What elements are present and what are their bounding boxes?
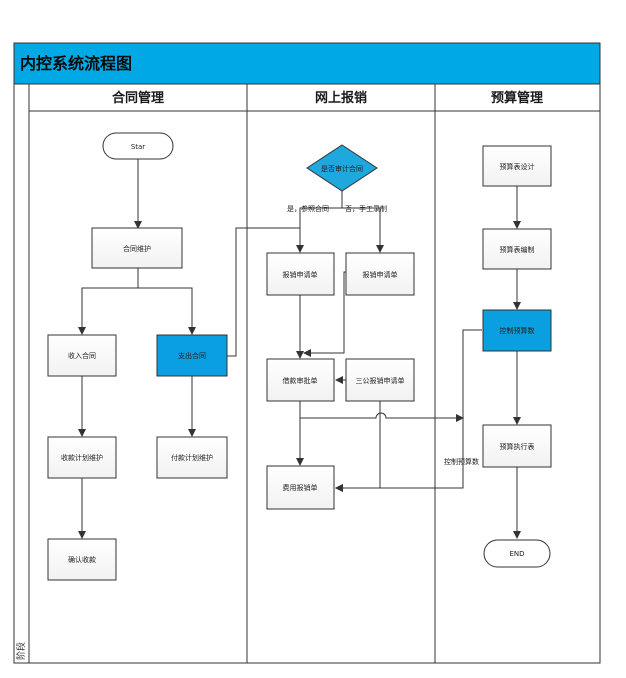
- node-budget-control: 控制预算数: [482, 309, 552, 352]
- node-reim-apply-2: 报销申请单: [345, 252, 415, 296]
- node-budget-prepare: 预算表编制: [482, 228, 552, 270]
- lane-header-budget: 预算管理: [491, 90, 543, 106]
- svg-text:付款计划维护: 付款计划维护: [171, 453, 213, 462]
- svg-text:费用报销单: 费用报销单: [283, 483, 318, 492]
- edge-label-control: 控制预算数: [444, 457, 479, 466]
- node-expense-contract: 支出合同: [156, 334, 228, 377]
- node-expense-report: 费用报销单: [266, 465, 335, 510]
- svg-text:预算执行表: 预算执行表: [500, 442, 535, 451]
- node-third-party: 三公报销申请单: [345, 358, 415, 402]
- edge-budget-to-report: [335, 329, 482, 492]
- node-reim-apply-1: 报销申请单: [266, 252, 335, 296]
- edge-approval-to-budget: [300, 412, 464, 422]
- node-general-reim: 借款审批单: [266, 358, 335, 402]
- node-start: Star: [102, 132, 174, 160]
- node-end: END: [483, 539, 551, 568]
- lane-header-reimburse: 网上报销: [315, 90, 367, 106]
- svg-text:收款计划维护: 收款计划维护: [61, 453, 103, 462]
- node-payment-plan: 付款计划维护: [156, 436, 228, 479]
- svg-text:借款审批单: 借款审批单: [283, 376, 318, 385]
- node-budget-exec: 预算执行表: [482, 424, 552, 468]
- edge-expense-to-reim: [227, 227, 300, 357]
- stage-label: 阶段: [15, 642, 27, 660]
- svg-text:报销申请单: 报销申请单: [363, 270, 398, 279]
- svg-text:三公报销申请单: 三公报销申请单: [356, 376, 405, 385]
- edge-diamond-yes: [296, 191, 343, 253]
- svg-text:确认收款: 确认收款: [68, 555, 96, 564]
- node-contract-maintain: 合同维护: [91, 227, 183, 269]
- svg-text:预算表设计: 预算表设计: [500, 162, 535, 171]
- svg-text:支出合同: 支出合同: [178, 351, 206, 360]
- svg-text:报销申请单: 报销申请单: [283, 270, 318, 279]
- svg-text:合同维护: 合同维护: [123, 244, 151, 253]
- edge-label-no: 否，手工录制: [345, 204, 387, 213]
- node-decision: 是否审计合同: [306, 144, 378, 192]
- svg-text:控制预算数: 控制预算数: [500, 326, 535, 335]
- svg-text:收入合同: 收入合同: [68, 351, 96, 360]
- edge-diamond-no: [342, 207, 384, 253]
- node-budget-design: 预算表设计: [482, 145, 552, 187]
- node-confirm-receipt: 确认收款: [47, 538, 117, 581]
- edge-maintain-to-expense: [138, 287, 196, 335]
- node-income-contract: 收入合同: [47, 334, 117, 377]
- edge-maintain-to-income: [78, 268, 139, 335]
- svg-text:是否审计合同: 是否审计合同: [321, 164, 363, 173]
- svg-text:Star: Star: [131, 143, 145, 151]
- svg-text:预算表编制: 预算表编制: [500, 245, 535, 254]
- lane-header-contract: 合同管理: [112, 90, 164, 106]
- node-receipt-plan: 收款计划维护: [47, 436, 117, 479]
- edge-label-yes: 是，参照合同: [287, 204, 329, 213]
- svg-text:END: END: [509, 550, 524, 558]
- diagram-title: 内控系统流程图: [20, 54, 132, 73]
- title-bar: [13, 42, 601, 85]
